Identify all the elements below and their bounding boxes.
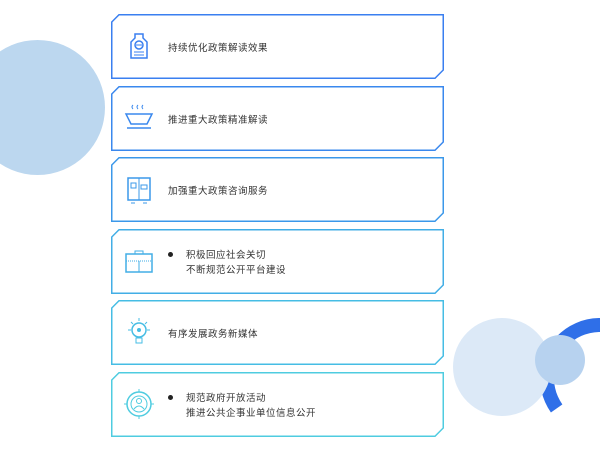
card-line: 积极回应社会关切 — [186, 250, 267, 261]
policy-card[interactable]: 加强重大政策咨询服务 — [111, 157, 444, 222]
card-frame — [111, 14, 444, 79]
decor-circle-large — [0, 40, 105, 175]
policy-card[interactable]: 规范政府开放活动推进公共企事业单位信息公开 — [111, 372, 444, 437]
briefcase-icon — [125, 250, 153, 273]
lightbulb-icon — [128, 318, 150, 344]
card-text: 有序发展政务新媒体 — [168, 329, 259, 340]
policy-card[interactable]: 持续优化政策解读效果 — [111, 14, 444, 79]
card-frame — [111, 157, 444, 222]
card-line: 规范政府开放活动 — [186, 393, 267, 404]
card-text: 推进重大政策精准解读 — [168, 115, 269, 126]
user-target-icon — [124, 389, 154, 419]
card-frame — [111, 86, 444, 151]
decor-circle-br2 — [535, 335, 585, 385]
bullet-dot — [168, 395, 173, 400]
card-text: 规范政府开放活动推进公共企事业单位信息公开 — [186, 391, 316, 421]
card-line: 推进公共企事业单位信息公开 — [186, 408, 317, 419]
card-text: 持续优化政策解读效果 — [168, 43, 269, 54]
card-frame — [111, 300, 444, 365]
card-frame — [111, 372, 444, 437]
appliance-icon — [127, 177, 151, 204]
policy-card[interactable]: 积极回应社会关切不断规范公开平台建设 — [111, 229, 444, 294]
card-text: 加强重大政策咨询服务 — [168, 186, 269, 197]
card-frame — [111, 229, 444, 294]
tag-icon — [130, 33, 148, 59]
card-line: 不断规范公开平台建设 — [186, 265, 287, 276]
card-text: 积极回应社会关切不断规范公开平台建设 — [186, 248, 286, 278]
policy-card[interactable]: 推进重大政策精准解读 — [111, 86, 444, 151]
decor-circle-br1 — [453, 318, 551, 416]
policy-card[interactable]: 有序发展政务新媒体 — [111, 300, 444, 365]
bullet-dot — [168, 252, 173, 257]
coffee-cup-icon — [124, 104, 154, 129]
